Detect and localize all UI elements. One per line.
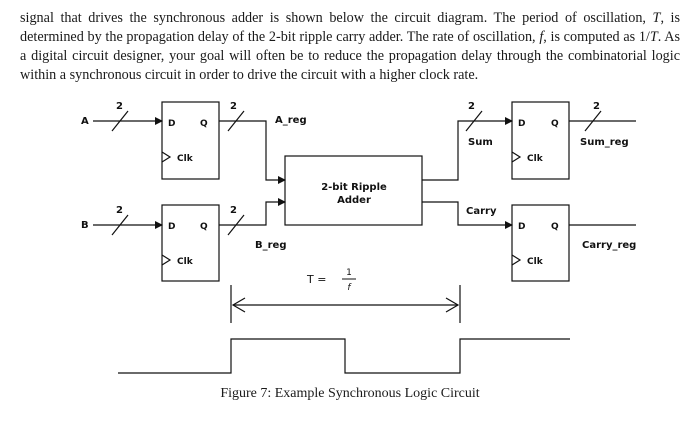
flip-flop-b xyxy=(161,204,220,282)
ff-a-clk: Clk xyxy=(177,154,194,164)
bus-width-b-reg: 2 xyxy=(230,205,237,216)
ff-sum-q: Q xyxy=(551,119,559,129)
ff-carry-clk: Clk xyxy=(527,257,544,267)
ff-b-q: Q xyxy=(200,222,208,232)
period-denominator: f xyxy=(347,283,352,293)
bus-width-a: 2 xyxy=(116,101,123,112)
flip-flop-sum xyxy=(511,101,570,180)
wire-b-reg xyxy=(219,198,286,226)
symbol-T-2: T xyxy=(649,29,658,45)
ff-b-d: D xyxy=(168,222,175,232)
input-a-label: A xyxy=(81,116,89,127)
paragraph-text-4: . As a digital circuit designer, your go… xyxy=(20,29,681,83)
ff-carry-clock-triangle xyxy=(511,254,522,266)
carry-label: Carry xyxy=(466,206,497,217)
ff-b-clock-triangle xyxy=(161,254,172,266)
paragraph-text-1: signal that drives the synchronous adder… xyxy=(20,10,653,26)
paragraph-text-3: , is computed as 1/ xyxy=(543,29,650,45)
wire-sum xyxy=(422,117,513,181)
bus-width-b: 2 xyxy=(116,205,123,216)
symbol-T: T xyxy=(652,10,661,26)
wire-carry xyxy=(422,201,513,229)
ff-a-d: D xyxy=(168,119,175,129)
wire-a-reg xyxy=(219,120,286,184)
bus-slash-a xyxy=(111,110,129,132)
bus-width-sum: 2 xyxy=(468,101,475,112)
input-b-label: B xyxy=(81,220,89,231)
carry-reg-label: Carry_reg xyxy=(582,240,636,251)
paragraph-text-2: , is determined by the propagation delay… xyxy=(20,10,680,45)
b-reg-label: B_reg xyxy=(255,240,287,251)
sum-label: Sum xyxy=(468,137,493,148)
flip-flop-carry xyxy=(511,204,570,282)
adder-label-line2: Adder xyxy=(337,195,371,206)
ff-sum-clk: Clk xyxy=(527,154,544,164)
ff-a-q: Q xyxy=(200,119,208,129)
flip-flop-a xyxy=(161,101,220,180)
bus-slash-sum-reg xyxy=(584,110,602,132)
body-paragraph: signal that drives the synchronous adder… xyxy=(20,9,680,85)
a-reg-label: A_reg xyxy=(275,115,307,126)
period-arrow-right-head xyxy=(445,297,460,313)
period-lhs: T = xyxy=(306,273,326,286)
ff-sum-d: D xyxy=(518,119,525,129)
clock-waveform xyxy=(118,338,570,374)
adder-label-line1: 2-bit Ripple xyxy=(321,182,387,193)
figure-caption: Figure 7: Example Synchronous Logic Circ… xyxy=(220,386,480,401)
ff-b-clk: Clk xyxy=(177,257,194,267)
sum-reg-label: Sum_reg xyxy=(580,137,629,148)
bus-slash-a-reg xyxy=(227,110,245,132)
bus-width-a-reg: 2 xyxy=(230,101,237,112)
bus-slash-b-reg xyxy=(227,214,245,236)
ripple-adder-block xyxy=(284,155,423,226)
period-numerator: 1 xyxy=(346,268,352,278)
ff-carry-q: Q xyxy=(551,222,559,232)
ff-sum-clock-triangle xyxy=(511,151,522,163)
bus-slash-sum xyxy=(465,110,483,132)
symbol-f: f xyxy=(539,29,544,45)
ff-a-clock-triangle xyxy=(161,151,172,163)
bus-width-sum-reg: 2 xyxy=(593,101,600,112)
ff-carry-d: D xyxy=(518,222,525,232)
bus-slash-b xyxy=(111,214,129,236)
period-arrow-left-head xyxy=(231,297,246,313)
